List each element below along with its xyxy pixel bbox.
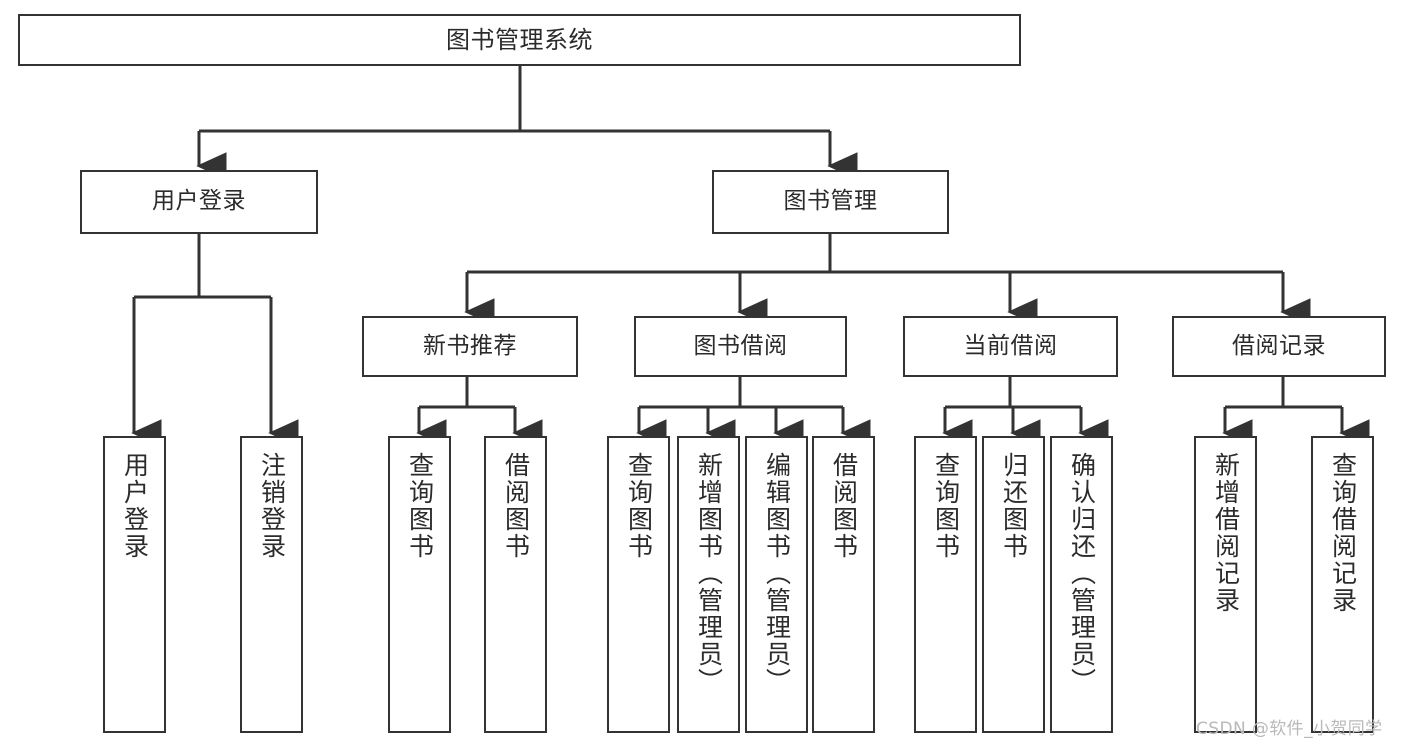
node-label: 新增图书（管理员） <box>694 452 724 695</box>
node-label: 借阅记录 <box>1232 332 1326 359</box>
node-label: 借阅图书 <box>829 452 859 560</box>
leaf-query-book-recommend[interactable]: 查询图书 <box>388 436 451 733</box>
leaf-user-login[interactable]: 用户登录 <box>103 436 166 733</box>
node-label: 用户登录 <box>152 188 246 215</box>
leaf-edit-book-admin[interactable]: 编辑图书（管理员） <box>745 436 808 733</box>
leaf-borrow-book-recommend[interactable]: 借阅图书 <box>484 436 547 733</box>
leaf-query-book-current[interactable]: 查询图书 <box>914 436 977 733</box>
node-book-borrow[interactable]: 图书借阅 <box>634 316 847 377</box>
node-label: 查询图书 <box>931 452 961 560</box>
node-new-book-recommend[interactable]: 新书推荐 <box>362 316 578 377</box>
csdn-watermark: CSDN @软件_小贺同学 <box>1196 719 1383 739</box>
node-label: 注销登录 <box>257 452 287 560</box>
node-label: 归还图书 <box>999 452 1029 560</box>
node-label: 新增借阅记录 <box>1211 452 1241 614</box>
node-label: 当前借阅 <box>963 332 1058 359</box>
leaf-confirm-return-admin[interactable]: 确认归还（管理员） <box>1050 436 1113 733</box>
node-label: 新书推荐 <box>423 332 517 359</box>
node-root-book-management-system[interactable]: 图书管理系统 <box>18 14 1021 66</box>
node-label: 图书管理系统 <box>446 25 593 54</box>
node-label: 借阅图书 <box>501 452 531 560</box>
leaf-query-borrow-record[interactable]: 查询借阅记录 <box>1311 436 1374 733</box>
node-label: 图书借阅 <box>693 332 788 359</box>
node-label: 用户登录 <box>120 452 150 560</box>
leaf-add-book-admin[interactable]: 新增图书（管理员） <box>677 436 740 733</box>
leaf-query-book-borrow[interactable]: 查询图书 <box>607 436 670 733</box>
node-label: 查询借阅记录 <box>1328 452 1358 614</box>
node-label: 编辑图书（管理员） <box>762 452 792 695</box>
node-label: 查询图书 <box>405 452 435 560</box>
node-user-login[interactable]: 用户登录 <box>80 170 318 234</box>
node-book-management[interactable]: 图书管理 <box>712 170 949 234</box>
node-label: 查询图书 <box>624 452 654 560</box>
node-label: 确认归还（管理员） <box>1067 452 1097 695</box>
leaf-logout-login[interactable]: 注销登录 <box>240 436 303 733</box>
leaf-return-book[interactable]: 归还图书 <box>982 436 1045 733</box>
node-current-borrow[interactable]: 当前借阅 <box>903 316 1118 377</box>
leaf-borrow-book-borrow[interactable]: 借阅图书 <box>812 436 875 733</box>
leaf-add-borrow-record[interactable]: 新增借阅记录 <box>1194 436 1257 733</box>
node-borrow-record[interactable]: 借阅记录 <box>1172 316 1386 377</box>
node-label: 图书管理 <box>783 188 878 215</box>
